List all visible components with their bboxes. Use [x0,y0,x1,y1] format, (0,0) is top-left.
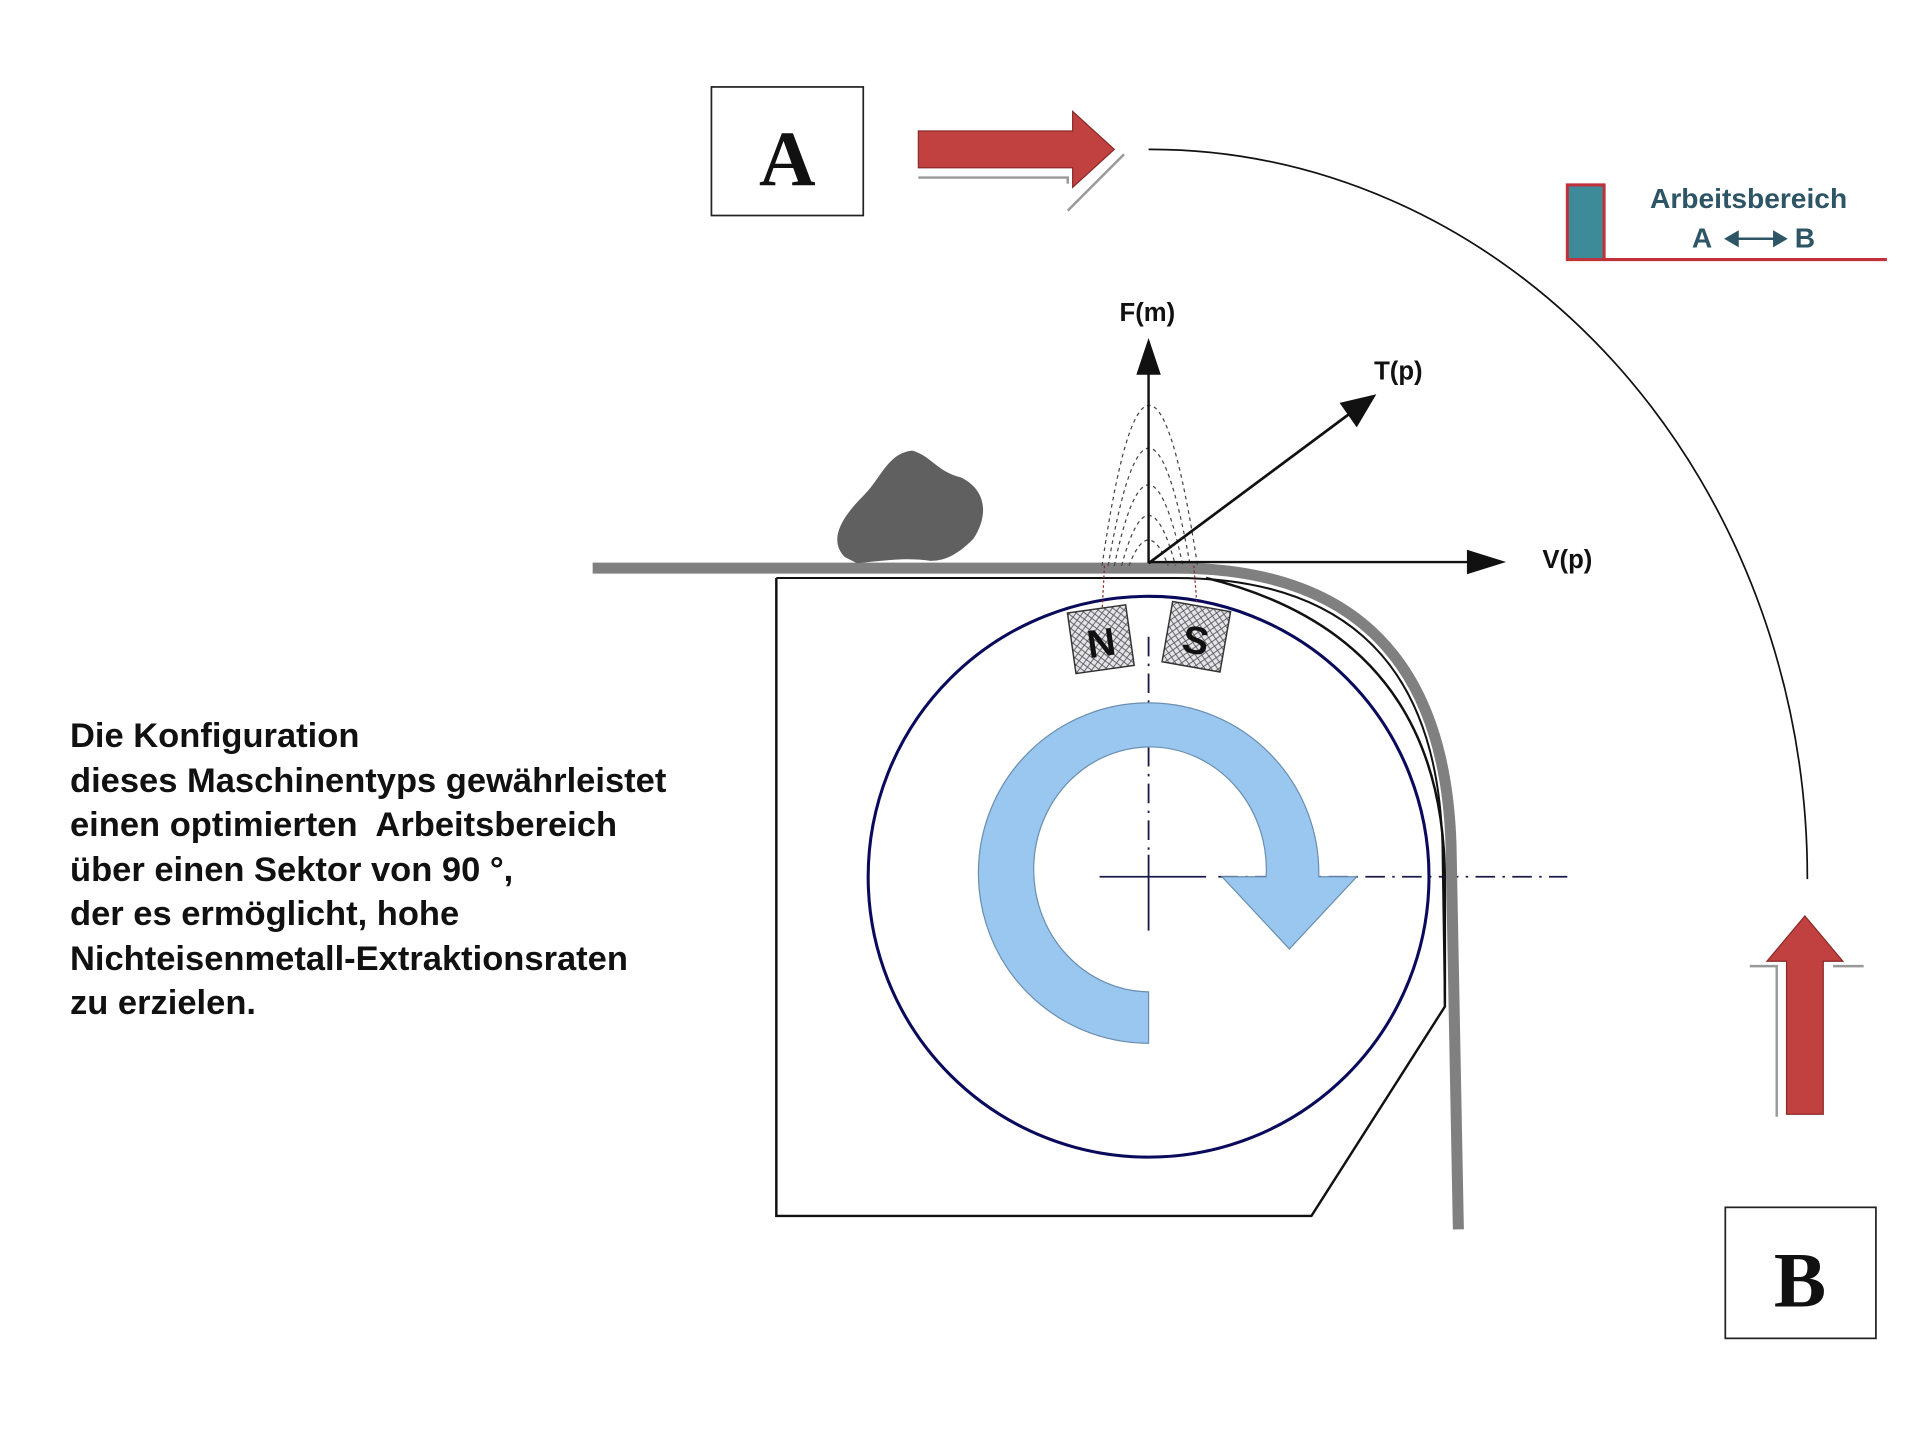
machine-housing [775,576,1447,1218]
velocity-vector-vp: V(p) [1148,546,1592,575]
description-text: Die Konfiguration dieses Maschinentyps g… [70,714,666,1026]
description-line: Nichteisenmetall-Extraktionsraten [70,939,628,978]
trajectory-label: T(p) [1374,358,1423,386]
magnet-south: S [1161,600,1232,673]
point-b-box: B [1724,1206,1877,1340]
legend-to: B [1795,222,1815,253]
description-line: einen optimierten Arbeitsbereich [70,806,618,844]
point-a-box: A [710,86,865,217]
rotation-arrow-icon [977,702,1359,1044]
working-range-legend: Arbeitsbereich A B [1565,183,1887,262]
center-lines [1099,636,1568,931]
metal-particle [837,450,984,564]
legend-from: A [1692,222,1712,253]
point-b-label: B [1774,1237,1826,1324]
description-line: zu erzielen. [70,984,256,1022]
force-vector-fm: F(m) [1120,299,1176,564]
description-line: dieses Maschinentyps gewährleistet [70,761,667,800]
force-label: F(m) [1120,299,1176,327]
description-line: der es ermöglicht, hohe [70,895,460,933]
point-a-label: A [759,115,816,202]
pole-north-label: N [1084,621,1118,668]
exit-arrow-icon [1749,914,1864,1117]
double-arrow-icon [1724,230,1788,248]
magnet-north: N [1066,603,1136,675]
legend-title: Arbeitsbereich [1650,183,1847,214]
velocity-label: V(p) [1542,546,1592,574]
description-line: über einen Sektor von 90 °, [70,850,514,889]
conveyor-belt [592,562,1464,1230]
trajectory-vector-tp: T(p) [1147,358,1423,565]
entry-arrow-icon [917,110,1125,212]
description-line: Die Konfiguration [70,717,360,755]
working-range-arc [1148,148,1809,880]
